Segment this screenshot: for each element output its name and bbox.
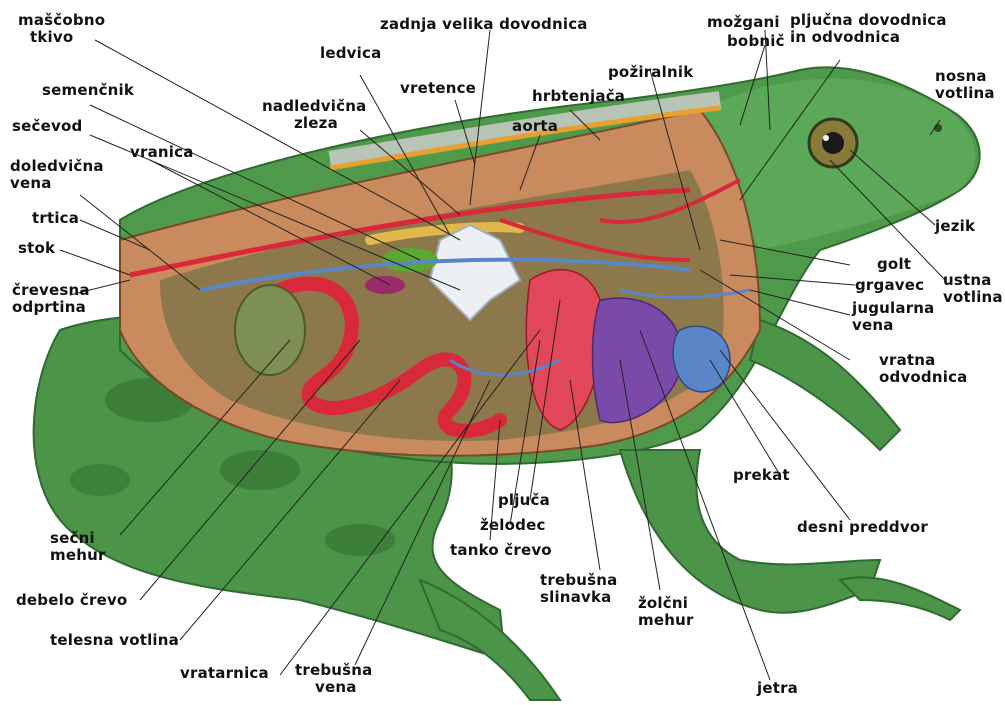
label-desni-preddvor: desni preddvor — [797, 519, 928, 536]
label-stok: stok — [18, 240, 55, 257]
label-telesna-votlina: telesna votlina — [50, 632, 179, 649]
spleen-shape — [365, 276, 405, 294]
label-prekat: prekat — [733, 467, 790, 484]
front-foot — [840, 577, 960, 620]
label-tanko-crevo: tanko črevo — [450, 542, 552, 559]
leg-spot — [70, 464, 130, 496]
label-golt: golt — [877, 256, 911, 273]
label-jezik: jezik — [935, 218, 975, 235]
label-ledvica: ledvica — [320, 45, 381, 62]
label-debelo-crevo: debelo črevo — [16, 592, 127, 609]
label-zadnja-velika-dovodnica: zadnja velika dovodnica — [380, 16, 588, 33]
label-bobnic: bobnič — [727, 33, 785, 50]
label-pljuca: pljuča — [498, 492, 550, 509]
heart-shape — [673, 326, 730, 392]
label-vratarnica: vratarnica — [180, 665, 269, 682]
bladder-shape — [235, 285, 305, 375]
label-poziralnik: požiralnik — [608, 64, 693, 81]
label-zelodec: želodec — [480, 517, 546, 534]
leg-spot — [220, 450, 300, 490]
label-mozgani: možgani — [707, 14, 780, 31]
label-grgavec: grgavec — [855, 277, 924, 294]
label-hrbtenjaca: hrbtenjača — [532, 88, 625, 105]
label-vranica: vranica — [130, 144, 194, 161]
label-aorta: aorta — [512, 118, 558, 135]
label-vretence: vretence — [400, 80, 476, 97]
label-trtica: trtica — [32, 210, 79, 227]
label-semencnik: semenčnik — [42, 82, 134, 99]
label-jetra: jetra — [757, 680, 798, 697]
front-arm — [750, 320, 900, 450]
label-secevod: sečevod — [12, 118, 82, 135]
eye-highlight — [823, 135, 829, 141]
leg-spot — [325, 524, 395, 556]
